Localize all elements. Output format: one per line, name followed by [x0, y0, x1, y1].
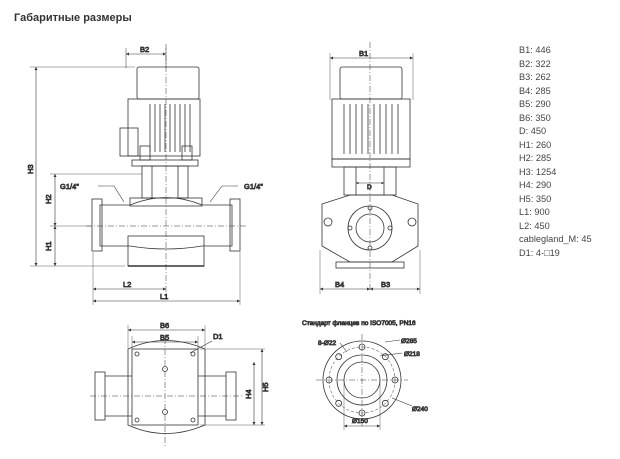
- motor-fan-cover: [339, 66, 403, 100]
- motor-cooling-fins: [149, 104, 191, 152]
- dimension-l1: L1: 900: [519, 207, 550, 217]
- motor-body: [127, 98, 201, 157]
- top-view: [90, 325, 265, 447]
- front-view: [30, 44, 246, 305]
- dimension-h4: H4: 290: [519, 180, 552, 190]
- label-h1: H1: [44, 241, 53, 251]
- flange-d240-label: Ø240: [412, 406, 428, 413]
- dimension-b6: B6: 350: [519, 112, 551, 123]
- flange-standard-caption: Стандарт фланцев по ISO7005, PN16: [302, 320, 416, 327]
- label-b5: B5: [160, 333, 169, 342]
- dimension-h2: H2: 285: [519, 153, 552, 163]
- dimension-b2: B2: 322: [519, 58, 551, 69]
- motor-flange: [131, 159, 199, 167]
- pump-housing: [99, 197, 233, 250]
- dimension-b3: B3: 262: [519, 72, 551, 82]
- flange-d218-label: Ø218: [404, 351, 420, 358]
- label-h4: H4: [244, 389, 253, 399]
- label-b1: B1: [359, 49, 368, 58]
- dimension-h5: H5: 350: [519, 193, 552, 204]
- pump-housing: [321, 194, 419, 263]
- housing-outline: [127, 340, 206, 434]
- label-gland-right: G1/4": [244, 182, 263, 191]
- label-h3: H3: [26, 164, 35, 174]
- side-view: [319, 42, 421, 294]
- dimension-l2: L2: 450: [519, 220, 550, 231]
- dimension-h3: H3: 1254: [519, 166, 557, 177]
- motor-foot-left: [139, 145, 151, 161]
- inlet-flange: [91, 198, 103, 252]
- dimension-b5: B5: 290: [519, 99, 551, 109]
- dimension-h1: H1: 260: [519, 139, 552, 150]
- dimension-d: D: 450: [519, 126, 547, 136]
- label-h5: H5: [261, 382, 270, 392]
- flange-holes-label: 8-Ø22: [318, 340, 336, 347]
- label-b2: B2: [140, 45, 149, 54]
- label-l1: L1: [160, 292, 168, 301]
- motor-cooling-fins: [343, 104, 399, 154]
- label-b3: B3: [381, 280, 390, 289]
- label-h2: H2: [44, 194, 53, 204]
- label-b4: B4: [335, 280, 344, 289]
- outlet-flange: [229, 198, 241, 252]
- flange-d150-label: Ø150: [352, 418, 368, 425]
- label-l2: L2: [123, 280, 131, 289]
- label-d: D: [367, 184, 372, 191]
- label-b6: B6: [160, 321, 169, 330]
- label-gland-left: G1/4": [60, 182, 79, 191]
- dimension-b1: B1: 446: [519, 45, 551, 55]
- flange-view: [316, 334, 413, 430]
- terminal-box: [119, 127, 139, 157]
- label-d1: D1: [213, 332, 223, 341]
- dimension-cablegland_m: cablegland_M: 45: [519, 234, 592, 244]
- motor-foot-right: [181, 145, 193, 161]
- flange-d285-label: Ø285: [401, 338, 417, 345]
- dimension-b4: B4: 285: [519, 85, 551, 96]
- coupling-lantern: [141, 165, 189, 199]
- dimension-d1: D1: 4-□19: [519, 247, 560, 258]
- page-title: Габаритные размеры: [14, 12, 132, 24]
- motor-fan-cover: [136, 66, 200, 100]
- motor-flange: [331, 158, 411, 168]
